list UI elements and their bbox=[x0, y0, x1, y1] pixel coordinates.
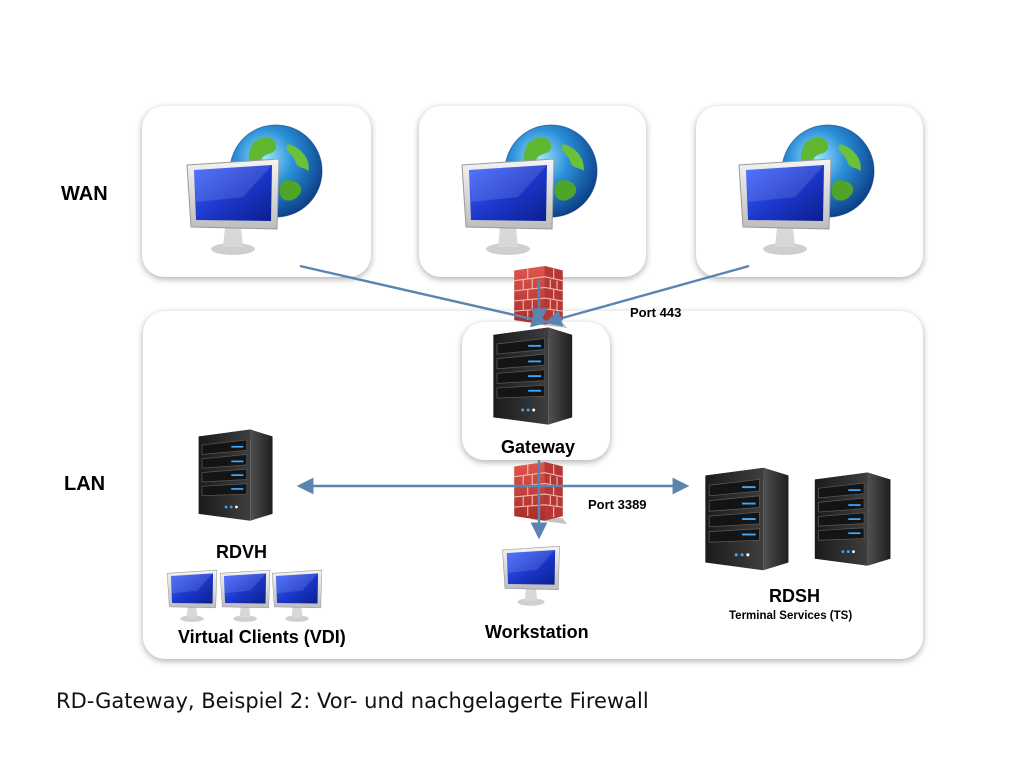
wan1-to-gateway-arrow bbox=[299, 264, 549, 328]
gateway-server-icon bbox=[492, 326, 573, 426]
monitor-icon bbox=[738, 158, 832, 256]
wan-client-1 bbox=[186, 124, 323, 256]
vdi-monitor-icon-2 bbox=[219, 569, 271, 623]
rdsh-sublabel: Terminal Services (TS) bbox=[729, 610, 853, 622]
monitor-icon bbox=[186, 158, 280, 256]
wan-label: WAN bbox=[61, 183, 108, 205]
lan-label: LAN bbox=[64, 473, 106, 495]
wan3-to-gateway-arrow bbox=[544, 264, 750, 327]
workstation-monitor-icon bbox=[502, 545, 560, 607]
port-3389-label: Port 3389 bbox=[588, 497, 647, 512]
vdi-monitor-icon-3 bbox=[271, 569, 323, 623]
gateway-label: Gateway bbox=[501, 437, 576, 457]
virtual-clients-label: Virtual Clients (VDI) bbox=[178, 627, 346, 647]
rdvh-label: RDVH bbox=[216, 542, 268, 562]
port-443-label: Port 443 bbox=[630, 305, 682, 320]
inner-firewall-icon bbox=[513, 462, 568, 524]
rdsh-server-icon-2 bbox=[814, 471, 891, 567]
workstation-label: Workstation bbox=[485, 622, 589, 642]
caption: RD-Gateway, Beispiel 2: Vor- und nachgel… bbox=[56, 689, 649, 713]
monitor-icon bbox=[461, 158, 555, 256]
rdsh-server-icon-1 bbox=[704, 467, 789, 571]
wan-client-2 bbox=[461, 124, 598, 256]
vdi-monitor-icon-1 bbox=[166, 569, 218, 623]
rdvh-server-icon bbox=[198, 429, 274, 522]
rdsh-label: RDSH bbox=[769, 586, 821, 606]
wan-client-3 bbox=[738, 124, 875, 256]
